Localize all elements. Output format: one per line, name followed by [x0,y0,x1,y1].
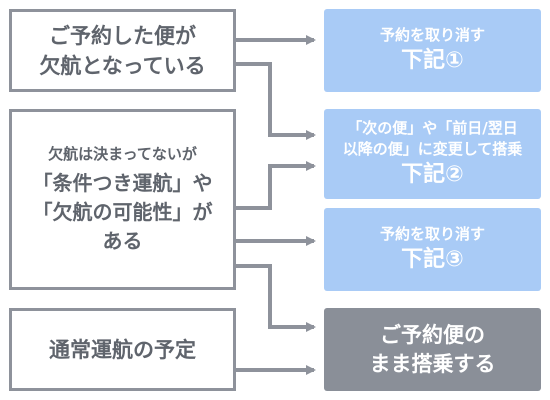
condition-normal-operation: 通常運航の予定 [9,308,236,391]
condition-text: ある [102,229,143,253]
action-label: ご予約便の [380,322,485,347]
condition-text: 通常運航の予定 [49,337,196,362]
condition-text: 欠航となっている [39,53,206,78]
action-cancel-reservation-3: 予約を取り消す 下記③ [324,208,541,291]
condition-intro: 欠航は決まってないが [48,145,197,163]
condition-flight-cancelled: ご予約した便が 欠航となっている [9,9,236,92]
condition-text: 「欠航の可能性」が [32,200,213,224]
action-label: 予約を取り消す [379,26,485,44]
action-board-as-booked: ご予約便の まま搭乗する [324,308,541,391]
arrow-conditional-to-change [236,161,316,210]
condition-text: ご予約した便が [49,23,196,48]
arrow-conditional-to-board [236,264,316,332]
action-label: 予約を取り消す [379,225,485,243]
action-reference: 下記② [401,162,464,187]
action-label: 以降の便」に変更して搭乗 [342,140,523,158]
arrow-cancelled-to-change [236,62,316,140]
action-cancel-reservation-1: 予約を取り消す 下記① [324,9,541,92]
action-reference: 下記① [401,48,464,73]
action-reference: 下記③ [401,247,464,272]
action-change-flight: 「次の便」や「前日/翌日 以降の便」に変更して搭乗 下記② [324,109,541,199]
condition-possible-cancellation: 欠航は決まってないが 「条件つき運航」や 「欠航の可能性」が ある [9,109,236,290]
action-label: まま搭乗する [369,351,496,376]
action-label: 「次の便」や「前日/翌日 [347,119,518,137]
condition-text: 「条件つき運航」や [32,171,213,195]
